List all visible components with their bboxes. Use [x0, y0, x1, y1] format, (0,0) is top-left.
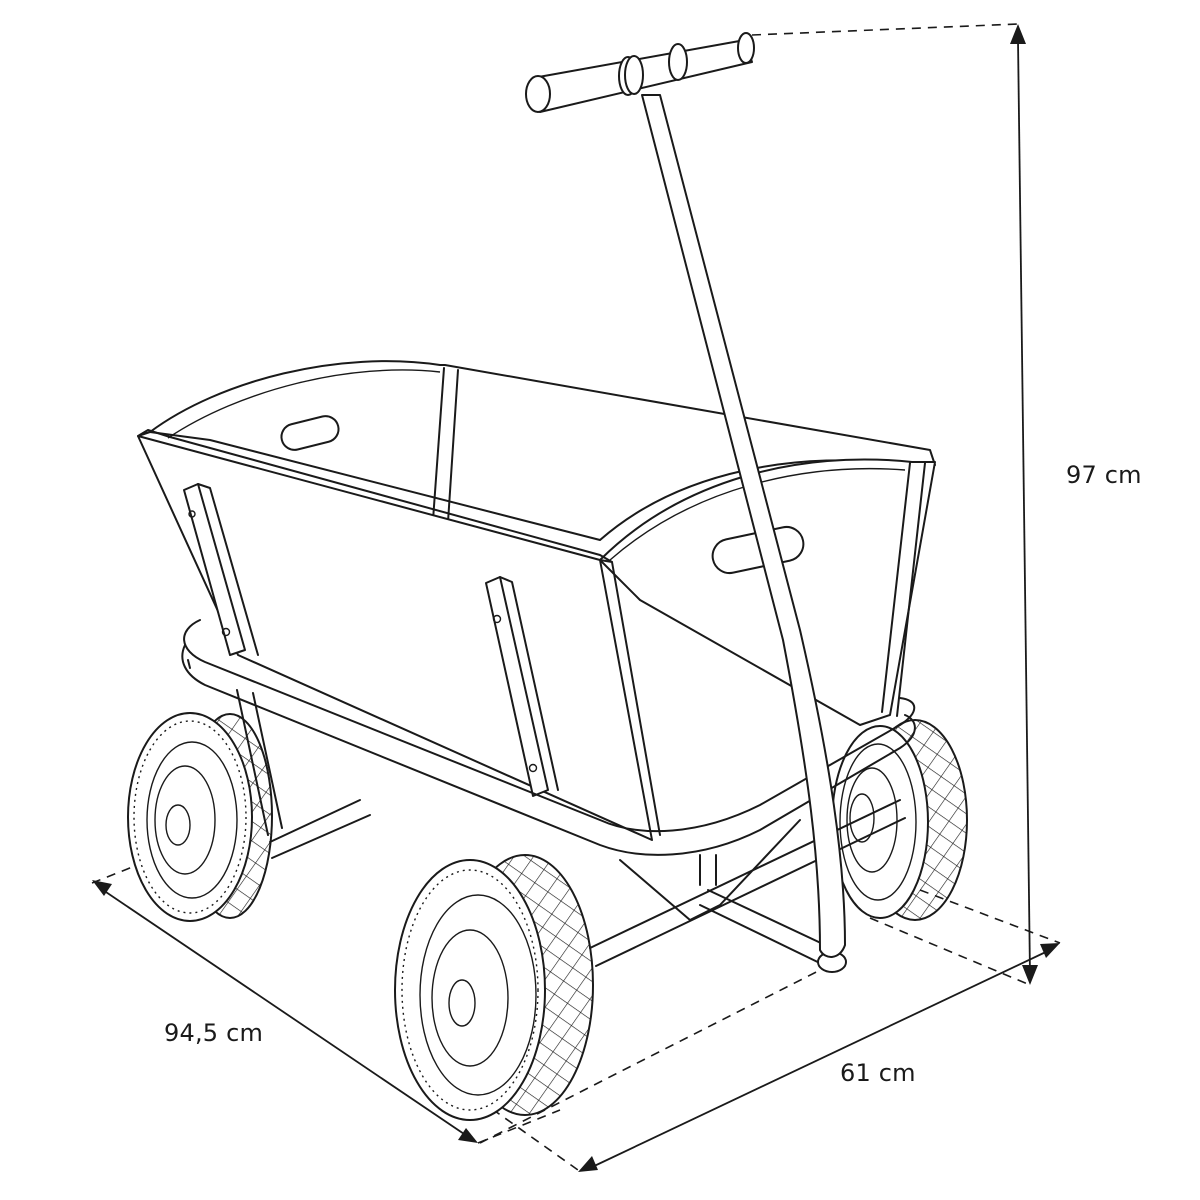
- wagon-box: [137, 360, 936, 841]
- pull-handle: [525, 32, 846, 958]
- undercarriage: [269, 799, 906, 973]
- height-dimension-label: 97 cm: [1066, 461, 1142, 489]
- width-dimension-label: 61 cm: [840, 1059, 916, 1087]
- height-dimension-line: [751, 23, 1038, 985]
- rear-left-wheel: [127, 712, 273, 922]
- frame-rail: [181, 619, 916, 856]
- front-left-wheel: [394, 854, 594, 1121]
- length-dimension-label: 94,5 cm: [164, 1019, 264, 1047]
